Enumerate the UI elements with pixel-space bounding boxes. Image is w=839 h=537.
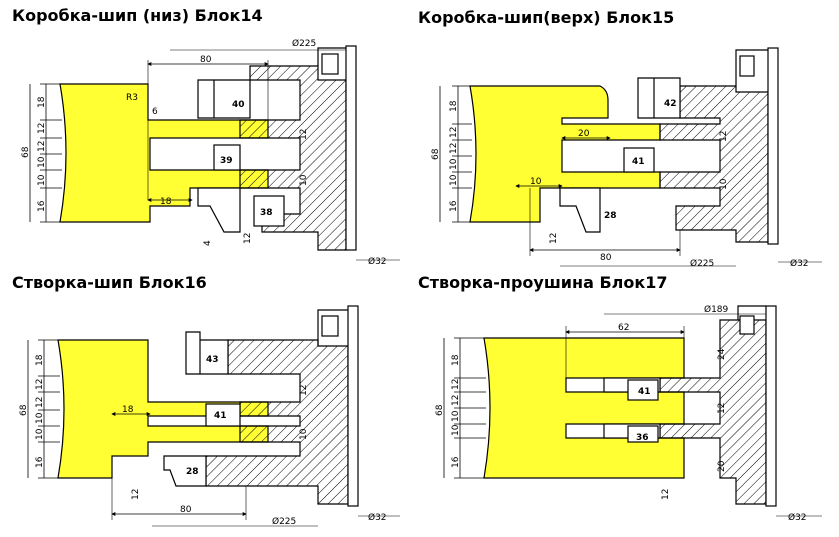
dim-label: 10 xyxy=(35,428,45,440)
dim-label: 18 xyxy=(451,354,461,366)
dim-label: 12 xyxy=(131,489,141,500)
cutter-label: 41 xyxy=(632,157,645,167)
dim-label: 18 xyxy=(35,354,45,366)
dim-label: 10 xyxy=(35,412,45,424)
cutter-label: 43 xyxy=(206,355,219,365)
shaft-block16 xyxy=(347,305,359,507)
dim-label: 18 xyxy=(160,197,172,207)
dim-label: Ø32 xyxy=(368,256,387,267)
panel-title-block14: Коробка-шип (низ) Блок14 xyxy=(12,6,263,25)
dim-label: 12 xyxy=(451,379,461,390)
dim-label: 10 xyxy=(719,178,729,190)
dim-label: 10 xyxy=(299,174,309,186)
cutter-label: 41 xyxy=(638,387,651,397)
dim-label: 68 xyxy=(21,146,31,158)
cutter-label: 40 xyxy=(232,100,245,110)
dim-label: 16 xyxy=(449,200,459,212)
dim-label: 4 xyxy=(203,240,213,246)
dim-label: 12 xyxy=(661,489,671,500)
dim-label: 12 xyxy=(37,141,47,152)
dim-label: Ø189 xyxy=(704,304,729,315)
dim-label: 80 xyxy=(600,253,612,263)
dim-label: 16 xyxy=(35,456,45,468)
dim-label: 12 xyxy=(451,395,461,406)
dim-label: 12 xyxy=(35,379,45,390)
dim-label: 12 xyxy=(549,233,559,244)
dim-label: 12 xyxy=(449,143,459,154)
panel-title-block17: Створка-проушина Блок17 xyxy=(418,273,668,292)
dim-label: 10 xyxy=(449,174,459,186)
dim-label: 10 xyxy=(37,174,47,186)
dim-label: 10 xyxy=(451,410,461,422)
cutter-label: 39 xyxy=(220,156,233,166)
dim-label: 10 xyxy=(451,424,461,436)
dim-label: 68 xyxy=(435,404,445,416)
dim-label: 16 xyxy=(37,200,47,212)
dim-label: 18 xyxy=(449,100,459,112)
dim-label: 18 xyxy=(122,405,134,415)
dim-label: 12 xyxy=(299,129,309,140)
dim-label: 20 xyxy=(717,460,727,472)
dim-label: 24 xyxy=(717,348,727,360)
dim-label: Ø32 xyxy=(788,512,807,523)
shaft-block17 xyxy=(765,305,777,507)
dim-label: Ø32 xyxy=(790,258,809,269)
dim-label: 10 xyxy=(449,158,459,170)
cutter-label: 38 xyxy=(260,208,273,218)
panel-title-block16: Створка-шип Блок16 xyxy=(12,273,207,292)
cutter-label: 36 xyxy=(636,433,649,443)
workpiece-block17 xyxy=(483,337,685,479)
workpiece-block15 xyxy=(469,85,661,223)
dim-label: 80 xyxy=(200,55,212,65)
dim-label: 12 xyxy=(243,233,253,244)
cutter-label: 28 xyxy=(186,467,199,477)
dim-label: 6 xyxy=(152,107,158,117)
dim-label: 12 xyxy=(717,403,727,414)
dim-label: 80 xyxy=(180,505,192,515)
cutter-label: 42 xyxy=(664,99,677,109)
dim-label: 10 xyxy=(37,156,47,168)
shaft-block14 xyxy=(345,45,357,251)
panel-block14: 40 39 38 68 18 12 12 10 10 16 80 Ø225 R3… xyxy=(21,38,400,267)
dim-label: 10 xyxy=(530,177,542,187)
dim-label: R3 xyxy=(126,93,138,103)
dim-label: 18 xyxy=(37,96,47,108)
panel-title-block15: Коробка-шип(верх) Блок15 xyxy=(418,8,675,27)
cutter-label: 41 xyxy=(214,411,227,421)
dim-label: 12 xyxy=(37,123,47,134)
dim-label: 62 xyxy=(618,323,629,333)
dim-label: 12 xyxy=(35,397,45,408)
shaft-block15 xyxy=(767,47,779,245)
dim-label: 20 xyxy=(578,129,590,139)
dim-label: 68 xyxy=(19,404,29,416)
dim-label: 12 xyxy=(299,385,309,396)
dim-label: Ø225 xyxy=(690,258,714,269)
panel-block17: 41 36 68 18 12 12 10 10 16 62 Ø189 24 12… xyxy=(435,304,822,523)
cutter-label: 28 xyxy=(604,211,617,221)
dim-label: Ø32 xyxy=(368,512,387,523)
panel-block16: 43 41 28 68 18 12 12 10 10 16 18 80 Ø225… xyxy=(19,305,400,527)
dim-label: 12 xyxy=(449,127,459,138)
panel-block15: 42 41 28 68 18 12 12 10 10 16 20 10 80 Ø… xyxy=(431,47,822,269)
dim-label: Ø225 xyxy=(272,516,296,527)
dim-label: 16 xyxy=(451,456,461,468)
dim-label: 12 xyxy=(719,131,729,142)
dim-label: 68 xyxy=(431,148,441,160)
dim-label: 10 xyxy=(299,428,309,440)
dim-label: Ø225 xyxy=(292,38,316,49)
